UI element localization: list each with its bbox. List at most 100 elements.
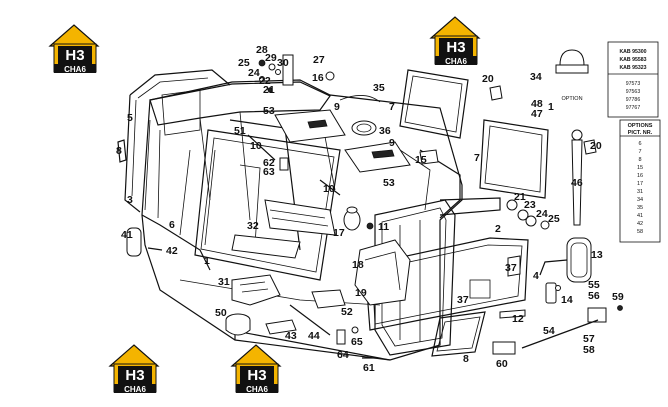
callout-10: 10 [250,140,262,152]
callout-4: 4 [533,270,539,282]
callout-31: 31 [218,276,230,288]
serial-header-2: KAB 95323 [619,65,646,71]
callout-labels: 5 8 3 41 42 6 1 32 31 50 43 44 52 64 65 … [116,44,624,374]
logo-word: CHA6 [64,65,86,74]
callout-61: 61 [363,362,375,374]
brand-logo: H3 CHA6 [429,16,481,66]
callout-15: 15 [415,154,427,166]
callout-51: 51 [234,125,246,137]
callout-9: 9 [334,101,340,113]
callout-22: 22 [259,75,271,87]
callout-35: 35 [373,82,385,94]
callout-25: 25 [548,213,560,225]
brand-logo: H3 CHA6 [108,344,160,394]
callout-47: 47 [531,108,543,120]
option-item: 41 [637,213,643,219]
callout-32: 32 [247,220,259,232]
callout-9: 9 [389,137,395,149]
option-label: OPTION [561,96,582,102]
callout-20: 20 [482,73,494,85]
callout-62: 62 [263,157,275,169]
callout-63: 63 [263,166,275,178]
callout-30: 30 [277,57,289,69]
callout-7: 7 [389,101,395,113]
option-item: 17 [637,181,643,187]
callout-48: 48 [531,98,543,110]
logo-word: CHA6 [124,385,146,394]
callout-8: 8 [463,353,469,365]
option-item: 35 [637,205,643,211]
callout-44: 44 [308,330,320,342]
callout-5: 5 [127,112,133,124]
option-item: 7 [638,149,641,155]
logo-word: CHA6 [246,385,268,394]
logo-mark: H3 [446,39,465,56]
callout-18: 18 [352,259,364,271]
callout-59: 59 [612,291,624,303]
callout-1: 1 [548,101,554,113]
callout-19: 19 [355,287,367,299]
callout-3: 3 [127,194,133,206]
logo-word: CHA6 [445,57,467,66]
callout-54: 54 [543,325,555,337]
callout-56: 56 [588,290,600,302]
option-item: 6 [638,141,641,147]
callout-41: 41 [121,229,133,241]
callout-58: 58 [583,344,595,356]
callout-20: 20 [590,140,602,152]
callout-42: 42 [166,245,178,257]
callout-6: 6 [169,219,175,231]
brand-logo: H3 CHA6 [48,24,100,74]
callout-1: 1 [204,255,210,267]
callout-37: 37 [505,262,517,274]
callout-50: 50 [215,307,227,319]
serial-number-box: KAB 95300 KAB 95583 KAB 95323 97573 9756… [607,41,659,118]
callout-65: 65 [351,336,363,348]
options-title-0: OPTIONS [628,123,653,129]
callout-36: 36 [379,125,391,137]
serial-header-1: KAB 95583 [619,57,646,63]
callout-24: 24 [536,208,548,220]
option-item: 15 [637,165,643,171]
callout-13: 13 [591,249,603,261]
logo-mark: H3 [65,47,84,64]
options-title-1: PICT. NR. [628,130,653,136]
callout-21: 21 [514,191,526,203]
option-item: 34 [637,197,643,203]
callout-17: 17 [333,227,345,239]
serial-row-0: 97573 [626,81,641,87]
callout-23: 23 [524,199,536,211]
callout-12: 12 [512,313,524,325]
cab-frame [117,49,623,361]
option-item: 16 [637,173,643,179]
callout-24: 24 [248,67,260,79]
callout-11: 11 [378,221,389,233]
callout-27: 27 [313,54,325,66]
callout-29: 29 [265,52,277,64]
option-item: 58 [637,229,643,235]
callout-52: 52 [341,306,353,318]
callout-57: 57 [583,333,595,345]
callout-2: 2 [495,223,501,235]
callout-7: 7 [474,152,480,164]
option-item: 42 [637,221,643,227]
callout-34: 34 [530,71,542,83]
callout-16: 16 [312,72,324,84]
serial-header-0: KAB 95300 [619,49,646,55]
option-item: 8 [638,157,641,163]
callout-21: 21 [263,84,275,96]
callout-64: 64 [337,349,349,361]
callout-10: 10 [323,183,335,195]
serial-row-3: 97767 [626,105,641,111]
callout-53: 53 [263,105,275,117]
callout-46: 46 [571,177,583,189]
callout-14: 14 [561,294,573,306]
callout-55: 55 [588,279,600,291]
callout-25: 25 [238,57,250,69]
callout-8: 8 [116,145,122,157]
logo-mark: H3 [125,367,144,384]
serial-row-2: 97786 [626,97,641,103]
